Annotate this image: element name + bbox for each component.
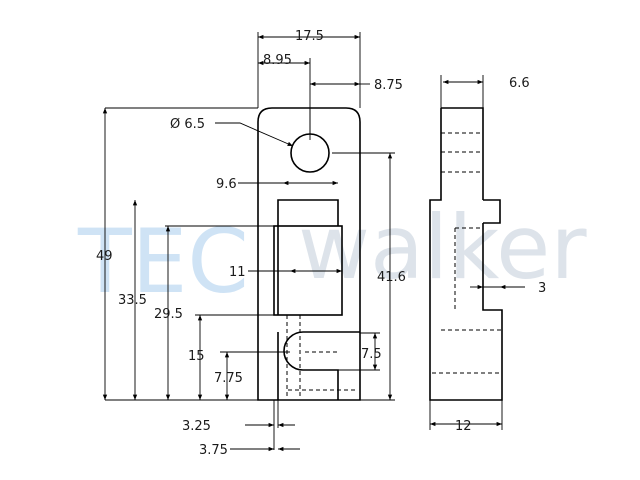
watermark: TEC walker	[77, 196, 587, 313]
dim-7-75: 7.75	[214, 371, 243, 386]
side-tab	[483, 199, 501, 224]
side-upper	[441, 107, 484, 200]
dim-3-25: 3.25	[182, 419, 211, 434]
inner-body	[277, 199, 339, 400]
front-outline	[257, 107, 361, 401]
side-hidden-lines	[432, 132, 502, 374]
dim-7-5: 7.5	[361, 347, 382, 362]
dim-3-75: 3.75	[199, 443, 228, 458]
front-hidden-lines	[286, 315, 355, 398]
collar	[273, 225, 343, 316]
dim-17-5: 17.5	[295, 29, 324, 44]
slot-outline	[283, 331, 360, 400]
dim-8-95: 8.95	[263, 53, 292, 68]
dim-41-6: 41.6	[377, 270, 406, 285]
dim-29-5: 29.5	[154, 307, 183, 322]
dim-11: 11	[229, 265, 246, 280]
dim-15: 15	[188, 349, 205, 364]
dim-3: 3	[538, 281, 546, 296]
dim-33-5: 33.5	[118, 293, 147, 308]
dim-8-75: 8.75	[374, 78, 403, 93]
dim-hole-diameter: Ø 6.5	[170, 117, 205, 132]
side-body	[429, 108, 503, 401]
dim-6-6: 6.6	[509, 76, 530, 91]
dim-9-6: 9.6	[216, 177, 237, 192]
watermark-walker: walker	[298, 196, 587, 299]
dim-12: 12	[455, 419, 472, 434]
dimension-lines	[102, 32, 525, 452]
front-view	[257, 107, 361, 401]
dim-49: 49	[96, 249, 113, 264]
dimension-labels: 17.5 8.95 8.75 Ø 6.5 9.6 49 33.5 29.5 11…	[96, 29, 546, 458]
